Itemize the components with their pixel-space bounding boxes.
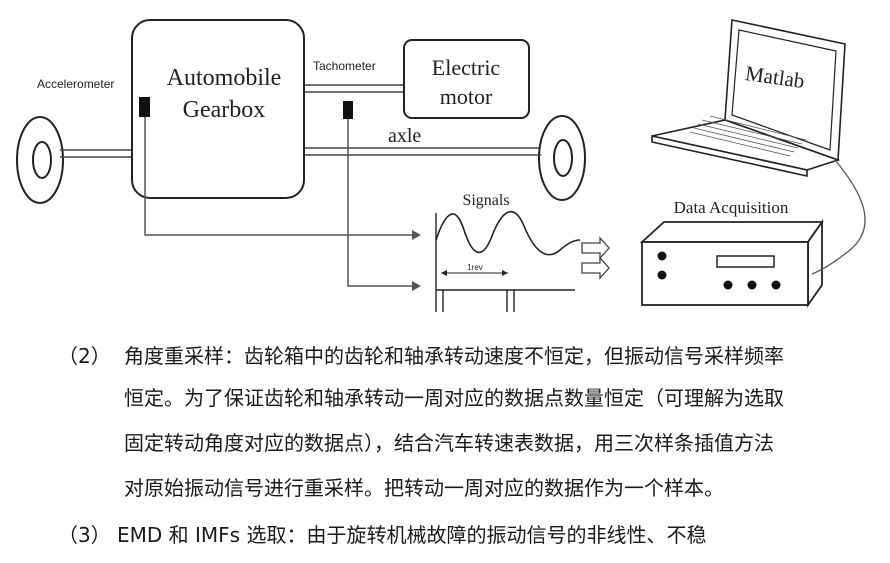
paragraph-2-line-1: 角度重采样：齿轮箱中的齿轮和轴承转动速度不恒定，但振动信号采样频率 bbox=[124, 344, 784, 368]
paragraph-2-line-2: 恒定。为了保证齿轮和轴承转动一周对应的数据点数量恒定（可理解为选取 bbox=[124, 386, 784, 410]
data-acquisition-unit bbox=[639, 219, 824, 308]
paragraph-2-line-3: 固定转动角度对应的数据点），结合汽车转速表数据，用三次样条插值方法 bbox=[124, 431, 774, 455]
tachometer-sensor bbox=[343, 101, 353, 119]
right-wheel bbox=[538, 115, 586, 201]
motor-label-line1: Electric bbox=[432, 55, 501, 80]
daq-label: Data Acquisition bbox=[674, 198, 789, 217]
one-rev-marker bbox=[441, 270, 508, 276]
test-rig-diagram: Automobile Gearbox Electric motor Accele… bbox=[16, 19, 866, 312]
laptop bbox=[651, 19, 846, 177]
motor-label-line2: motor bbox=[440, 84, 493, 109]
tachometer-wire bbox=[347, 119, 421, 291]
left-wheel bbox=[16, 116, 64, 204]
signals-label: Signals bbox=[462, 192, 509, 209]
tachometer-label: Tachometer bbox=[313, 59, 376, 73]
gearbox-box bbox=[131, 19, 305, 199]
axle-label: axle bbox=[388, 125, 421, 147]
paragraph-2-number: （2） bbox=[58, 344, 111, 368]
gearbox-label-line2: Gearbox bbox=[183, 97, 266, 123]
gearbox-label-line1: Automobile bbox=[167, 65, 282, 91]
paragraph-3-line-1: EMD 和 IMFs 选取：由于旋转机械故障的振动信号的非线性、不稳 bbox=[117, 523, 707, 547]
vibration-signal-wave bbox=[435, 210, 581, 256]
motor-shaft bbox=[303, 84, 404, 93]
laptop-daq-cable bbox=[811, 159, 866, 275]
axle-shaft bbox=[60, 147, 541, 158]
one-rev-label: 1rev bbox=[467, 263, 483, 272]
tacho-pulse-signal bbox=[435, 213, 575, 312]
accelerometer-label: Accelerometer bbox=[37, 77, 114, 91]
electric-motor-box bbox=[403, 39, 530, 119]
accelerometer-sensor bbox=[139, 97, 150, 117]
paragraph-3-number: （3） bbox=[58, 523, 111, 547]
paragraph-2-line-4: 对原始振动信号进行重采样。把转动一周对应的数据作为一个样本。 bbox=[124, 476, 724, 500]
accelerometer-wire bbox=[144, 117, 421, 240]
signals-to-daq-arrows bbox=[581, 236, 610, 280]
